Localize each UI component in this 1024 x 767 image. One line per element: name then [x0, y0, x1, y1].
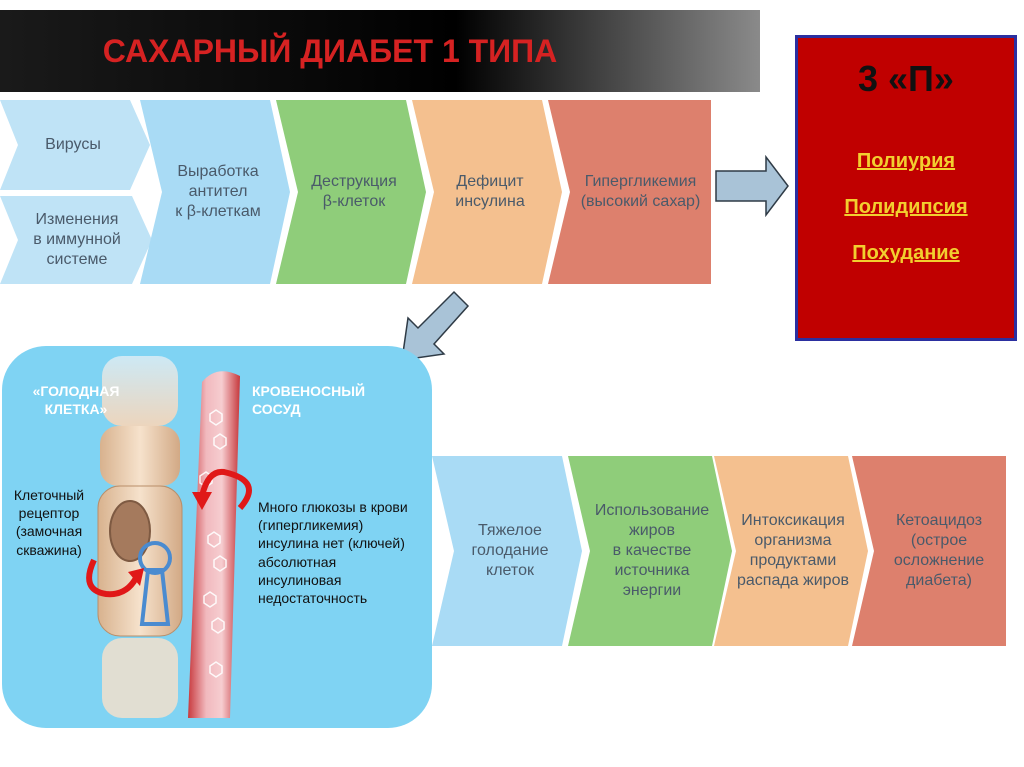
chevron-shape — [0, 100, 150, 190]
label-hyperglycemia: Гипергликемия(высокий сахар) — [580, 173, 701, 210]
cell-vessel-illustration — [86, 356, 252, 718]
page-title: САХАРНЫЙ ДИАБЕТ 1 ТИПА — [102, 33, 558, 69]
chevron-shape — [412, 100, 562, 284]
chevron-shape — [568, 456, 732, 646]
chevron-shape — [432, 456, 582, 646]
glucose-note-label: Много глюкозы в крови(гипергликемия)инсу… — [258, 499, 408, 606]
chevron-shape — [548, 100, 711, 284]
chevron-shape — [140, 100, 290, 284]
chevron-viruses: Вирусы — [0, 100, 150, 190]
three-p-box: 3 «П» Полиурия Полидипсия Похудание — [795, 35, 1017, 341]
weight-loss-label: Похудание — [852, 242, 960, 264]
polyuria-label: Полиурия — [856, 150, 956, 172]
chevron-shape — [852, 456, 1006, 646]
three-p-heading: 3 «П» — [858, 58, 954, 99]
right-arrow-icon — [715, 155, 789, 217]
label-viruses: Вирусы — [45, 136, 101, 153]
down-left-arrow-icon — [401, 290, 470, 361]
chevron-shape — [714, 456, 868, 646]
polydipsia-label: Полидипсия — [844, 196, 968, 218]
chevron-hyperglycemia: Гипергликемия(высокий сахар) — [548, 100, 711, 284]
chevron-shape — [276, 100, 426, 284]
title-bar: САХАРНЫЙ ДИАБЕТ 1 ТИПА — [0, 10, 760, 92]
chevron-shape — [0, 196, 152, 284]
